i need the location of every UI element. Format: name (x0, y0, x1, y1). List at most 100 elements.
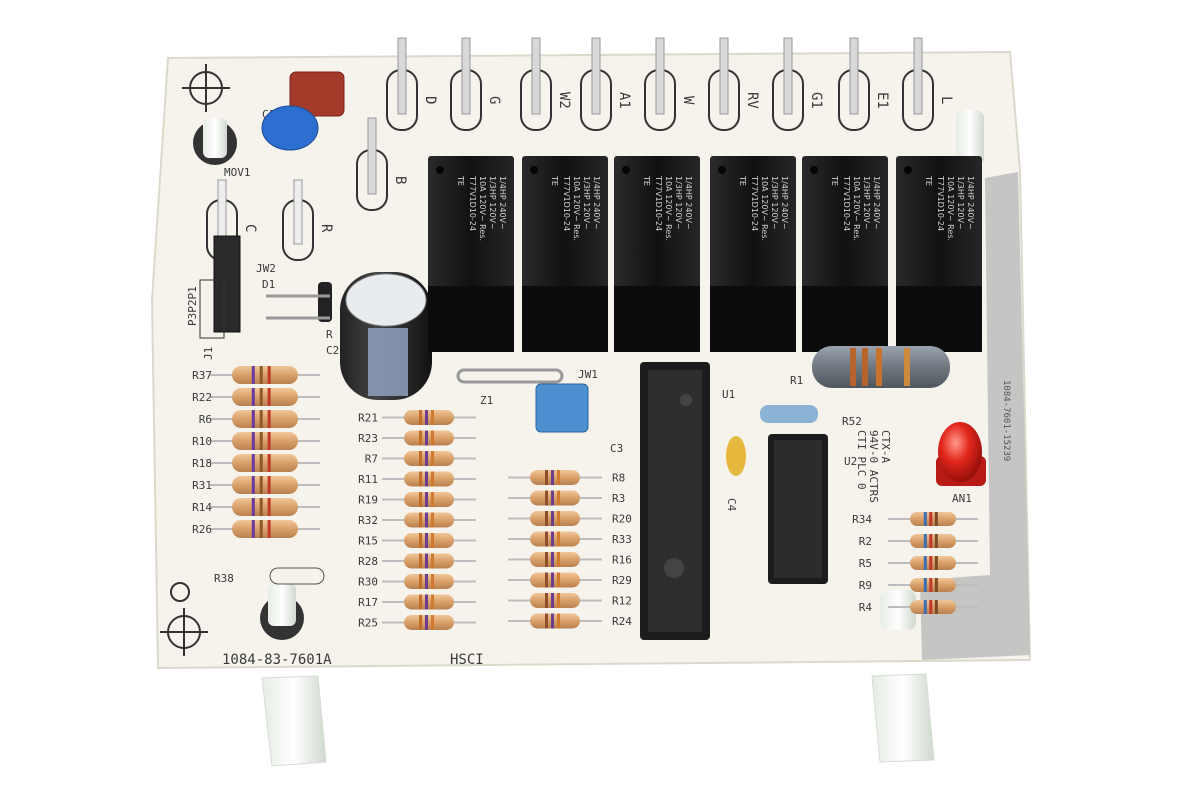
relay-rating: 1/4HP 240V~ (498, 176, 507, 230)
label-c3: C3 (610, 442, 623, 455)
resistor: R24 (508, 613, 632, 629)
resistor-band (545, 593, 548, 608)
resistor: R18 (192, 454, 320, 472)
resistor-band (251, 476, 255, 494)
maker-mark: HSCI (450, 652, 484, 668)
resistor-band (267, 476, 271, 494)
resistor-label: R21 (358, 412, 378, 425)
resistor-band (419, 430, 422, 446)
marking-line-2: 94V-0 ACTRS (867, 430, 880, 503)
resistor-band (267, 410, 271, 428)
label-r38: R38 (214, 572, 234, 585)
relay-dot (622, 166, 630, 174)
resistor-label: R18 (192, 457, 212, 470)
resistor-band (557, 531, 560, 547)
resistor-body (530, 572, 580, 588)
resistor-band (251, 432, 255, 450)
resistor-label: R10 (192, 435, 212, 448)
resistor-band (425, 615, 428, 630)
label-jw2: JW2 (256, 262, 276, 275)
resistor: R28 (358, 553, 476, 569)
resistor-band (419, 615, 422, 630)
resistor-band (557, 552, 560, 567)
resistor: R31 (192, 476, 320, 494)
resistor-band (419, 553, 422, 569)
relay-brand: TE (830, 175, 839, 186)
relay-brand: TE (456, 175, 465, 186)
part-number: 1084-83-7601A (222, 652, 332, 668)
relay-rating: 1/4HP 240V~ (592, 176, 601, 230)
resistor-body (404, 594, 454, 610)
resistor-band (545, 613, 548, 629)
resistor-label: R8 (612, 472, 625, 485)
resistor-body (530, 470, 580, 485)
relay-dot (530, 166, 538, 174)
resistor-band (557, 593, 560, 608)
resistor-band (929, 512, 933, 526)
label-r1: R1 (790, 374, 803, 387)
resistor-r52 (760, 405, 818, 423)
relay-rating: T77V1D10-24 (468, 175, 477, 231)
resistor-body (910, 556, 956, 570)
resistor: R37 (192, 366, 320, 384)
resistor: R30 (358, 574, 476, 589)
resistor-band (267, 432, 271, 450)
resistor-band (431, 410, 434, 425)
resistor-band (929, 556, 933, 570)
resistor-body (404, 410, 454, 425)
label-c4: C4 (725, 498, 738, 512)
relay-rating: 1/3HP 120V~ (862, 176, 871, 230)
resistor-band (419, 451, 422, 466)
relay-rating: 1/3HP 120V~ (488, 176, 497, 230)
resistor: R22 (192, 388, 320, 406)
label-j1: J1 (202, 347, 215, 360)
resistor: R21 (358, 410, 476, 425)
label-u2: U2 (844, 455, 857, 468)
resistor: R34 (852, 512, 978, 526)
relay-dot (436, 166, 444, 174)
resistor-band (934, 534, 938, 548)
resistor: R4 (859, 600, 978, 614)
resistor-band (259, 498, 263, 516)
relay-base (428, 286, 514, 352)
resistor-band (267, 366, 271, 384)
resistor-band (251, 498, 255, 516)
resistor-band (545, 470, 548, 485)
resistor: R7 (365, 451, 476, 466)
resistor-r38-outline (269, 567, 325, 585)
relay-rating: T77V1D10-24 (842, 175, 851, 231)
resistor-band (929, 600, 933, 614)
resistor-band (557, 511, 560, 526)
resistor-band (934, 512, 938, 526)
resistor-label: R5 (859, 557, 872, 570)
relay-rating: 10A 120V~ Res. (572, 176, 581, 241)
resistor-band (431, 574, 434, 589)
label-r-c2: R (326, 328, 333, 341)
resistor-band (259, 476, 263, 494)
resistor-body (232, 454, 298, 472)
resistor: R12 (508, 593, 632, 608)
relay-dot (718, 166, 726, 174)
resistor-band (419, 471, 422, 487)
edge-sticker-text: 1084-7601-15239 (1001, 380, 1011, 461)
relay-dot (904, 166, 912, 174)
resistor-band (251, 520, 255, 538)
resistor-band (545, 490, 548, 506)
relay-rating: 1/4HP 240V~ (966, 176, 975, 230)
relay-brand: TE (738, 175, 747, 186)
resistor-label: R26 (192, 523, 212, 536)
ic-u2 (768, 434, 828, 584)
resistor-label: R4 (859, 601, 873, 614)
resistor-body (910, 512, 956, 526)
terminal-label-a1: A1 (616, 92, 632, 109)
relay-brand: TE (642, 175, 651, 186)
resistor-band (557, 470, 560, 485)
relay-base (896, 286, 982, 352)
resistor-body (530, 490, 580, 506)
marking-line-3: CTI PLC 0 (855, 430, 868, 490)
resistor-band (923, 600, 927, 614)
resistor-band (425, 430, 428, 446)
